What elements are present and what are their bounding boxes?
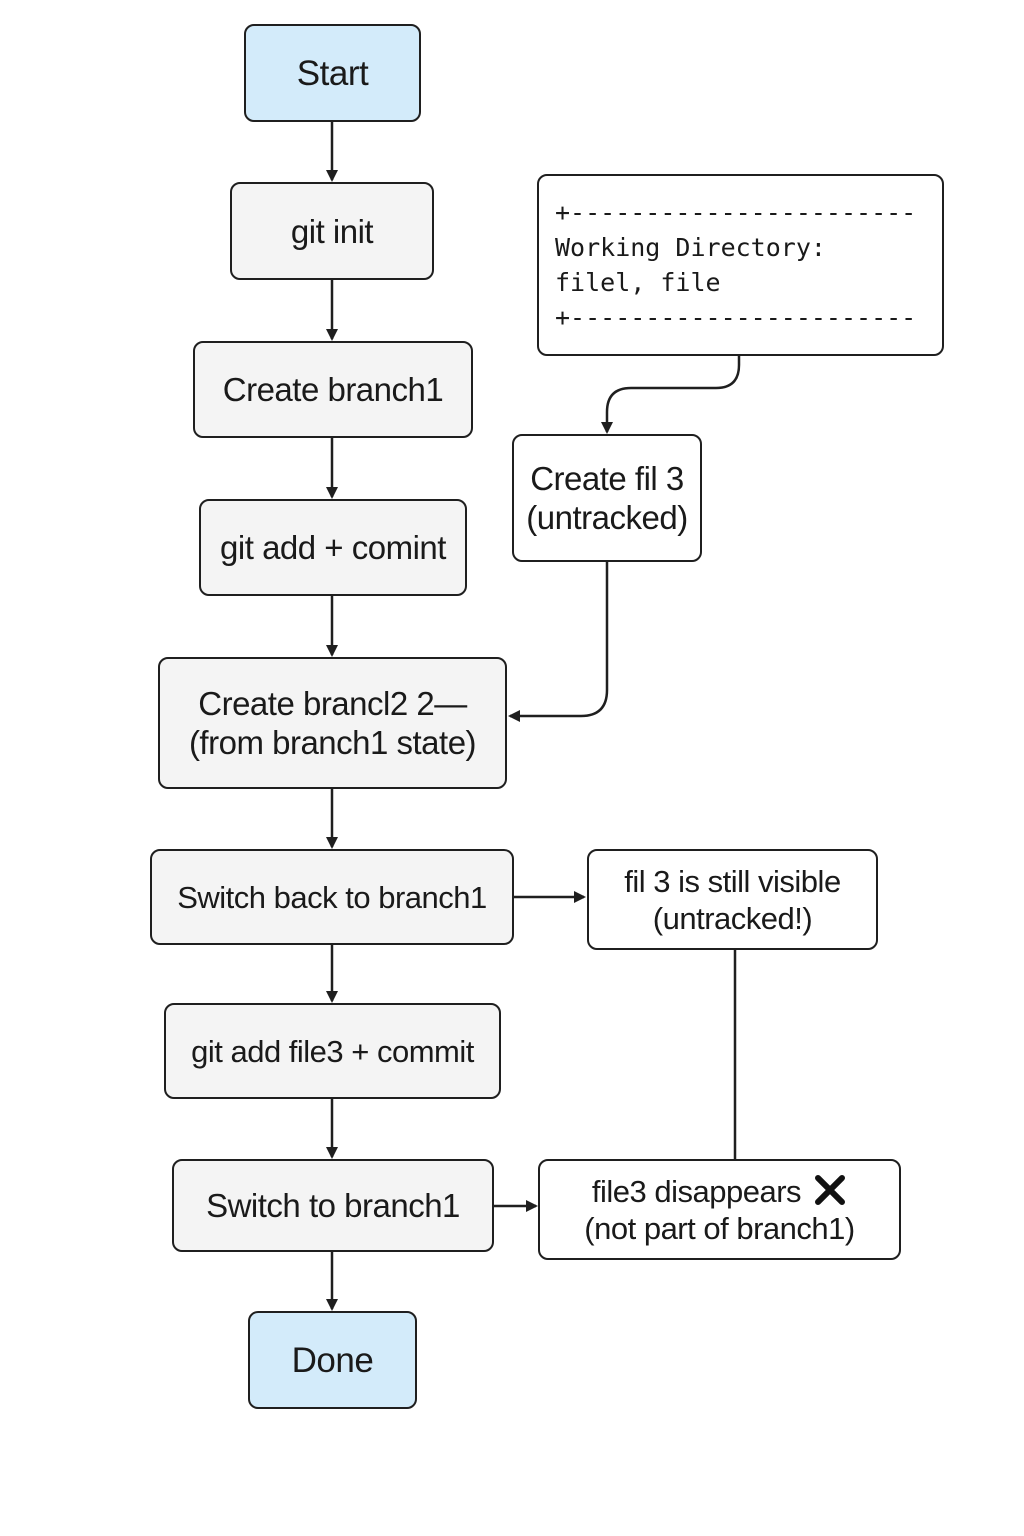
switch-to-node-label: Switch to branch1	[206, 1187, 460, 1224]
cross-mark-icon	[815, 1174, 846, 1205]
start-node-label: Start	[296, 53, 369, 93]
create-branch1-node-label: Create branch1	[222, 371, 444, 408]
working-directory-bottom-border: +-----------------------	[555, 303, 917, 332]
create-fil3-node-title: Create fil 3	[530, 460, 684, 497]
create-fil3-node: Create fil 3 (untracked)	[512, 434, 702, 562]
create-fil3-node-subtitle: (untracked)	[526, 499, 688, 536]
still-visible-node-subtitle: (untracked!)	[652, 900, 813, 936]
edge-create-fil3-to-create-branch2	[508, 561, 609, 722]
disappears-node: file3 disappears (not part of branch1)	[538, 1159, 901, 1260]
working-directory-top-border: +-----------------------	[555, 198, 917, 227]
add-commit-node: git add + comint	[199, 499, 467, 596]
switch-back-node-label: Switch back to branch1	[177, 879, 487, 915]
add-file3-commit-node-label: git add file3 + commit	[191, 1033, 474, 1069]
disappears-node-title-row: file3 disappears	[592, 1173, 847, 1210]
still-visible-node: fil 3 is still visible (untracked!)	[587, 849, 878, 950]
create-branch1-node: Create branch1	[193, 341, 473, 438]
done-node: Done	[248, 1311, 417, 1409]
done-node-label: Done	[291, 1340, 374, 1380]
working-directory-files: filel, file	[555, 268, 721, 297]
still-visible-node-title: fil 3 is still visible	[624, 863, 841, 899]
create-branch2-node-title: Create brancl2 2—	[198, 685, 467, 722]
edge-working-dir-to-create-fil3	[601, 355, 741, 434]
create-branch2-node-subtitle: (from branch1 state)	[188, 724, 477, 761]
git-init-node: git init	[230, 182, 434, 280]
start-node: Start	[244, 24, 421, 122]
switch-back-node: Switch back to branch1	[150, 849, 514, 945]
switch-to-node: Switch to branch1	[172, 1159, 494, 1252]
working-directory-title: Working Directory:	[555, 233, 826, 262]
add-commit-node-label: git add + comint	[220, 529, 446, 566]
disappears-node-subtitle: (not part of branch1)	[584, 1210, 855, 1246]
add-file3-commit-node: git add file3 + commit	[164, 1003, 501, 1099]
git-init-node-label: git init	[290, 212, 374, 250]
create-branch2-node: Create brancl2 2— (from branch1 state)	[158, 657, 507, 789]
working-directory-box: +----------------------- Working Directo…	[537, 174, 944, 356]
disappears-node-title: file3 disappears	[591, 1173, 802, 1209]
